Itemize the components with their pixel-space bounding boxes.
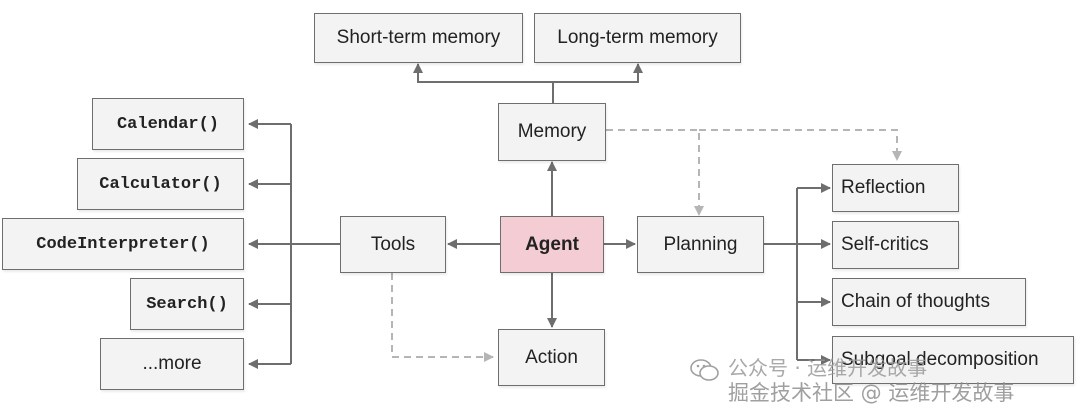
code-interpreter-tool-node: CodeInterpreter() (2, 218, 244, 270)
long-term-memory-node: Long-term memory (534, 13, 741, 63)
short-term-memory-node: Short-term memory (314, 13, 523, 63)
calculator-tool-node: Calculator() (77, 158, 244, 210)
action-node: Action (498, 329, 605, 386)
memory-node: Memory (498, 103, 606, 161)
edge-tools-to-action-dashed (391, 273, 494, 362)
agent-node: Agent (500, 216, 604, 273)
watermark-line-2: 掘金技术社区 @ 运维开发故事 (728, 381, 1015, 405)
self-critics-node: Self-critics (832, 221, 959, 269)
calendar-tool-node: Calendar() (92, 98, 244, 150)
reflection-node: Reflection (832, 164, 959, 212)
wechat-logo-icon (690, 359, 719, 381)
edge-to-short-term-memory (413, 63, 553, 83)
edge-to-long-term-memory (553, 63, 643, 83)
more-tools-node: ...more (100, 338, 244, 390)
edge-memory-to-planning-dashed (606, 129, 704, 216)
search-tool-node: Search() (130, 278, 244, 330)
chain-of-thoughts-node: Chain of thoughts (832, 278, 1026, 326)
subgoal-decomposition-node: Subgoal decomposition (832, 336, 1074, 384)
edge-memory-to-reflection-dashed (699, 129, 902, 161)
watermark-line-1: 公众号 · 运维开发故事 (728, 356, 928, 380)
tools-node: Tools (340, 216, 446, 273)
planning-node: Planning (637, 216, 764, 273)
